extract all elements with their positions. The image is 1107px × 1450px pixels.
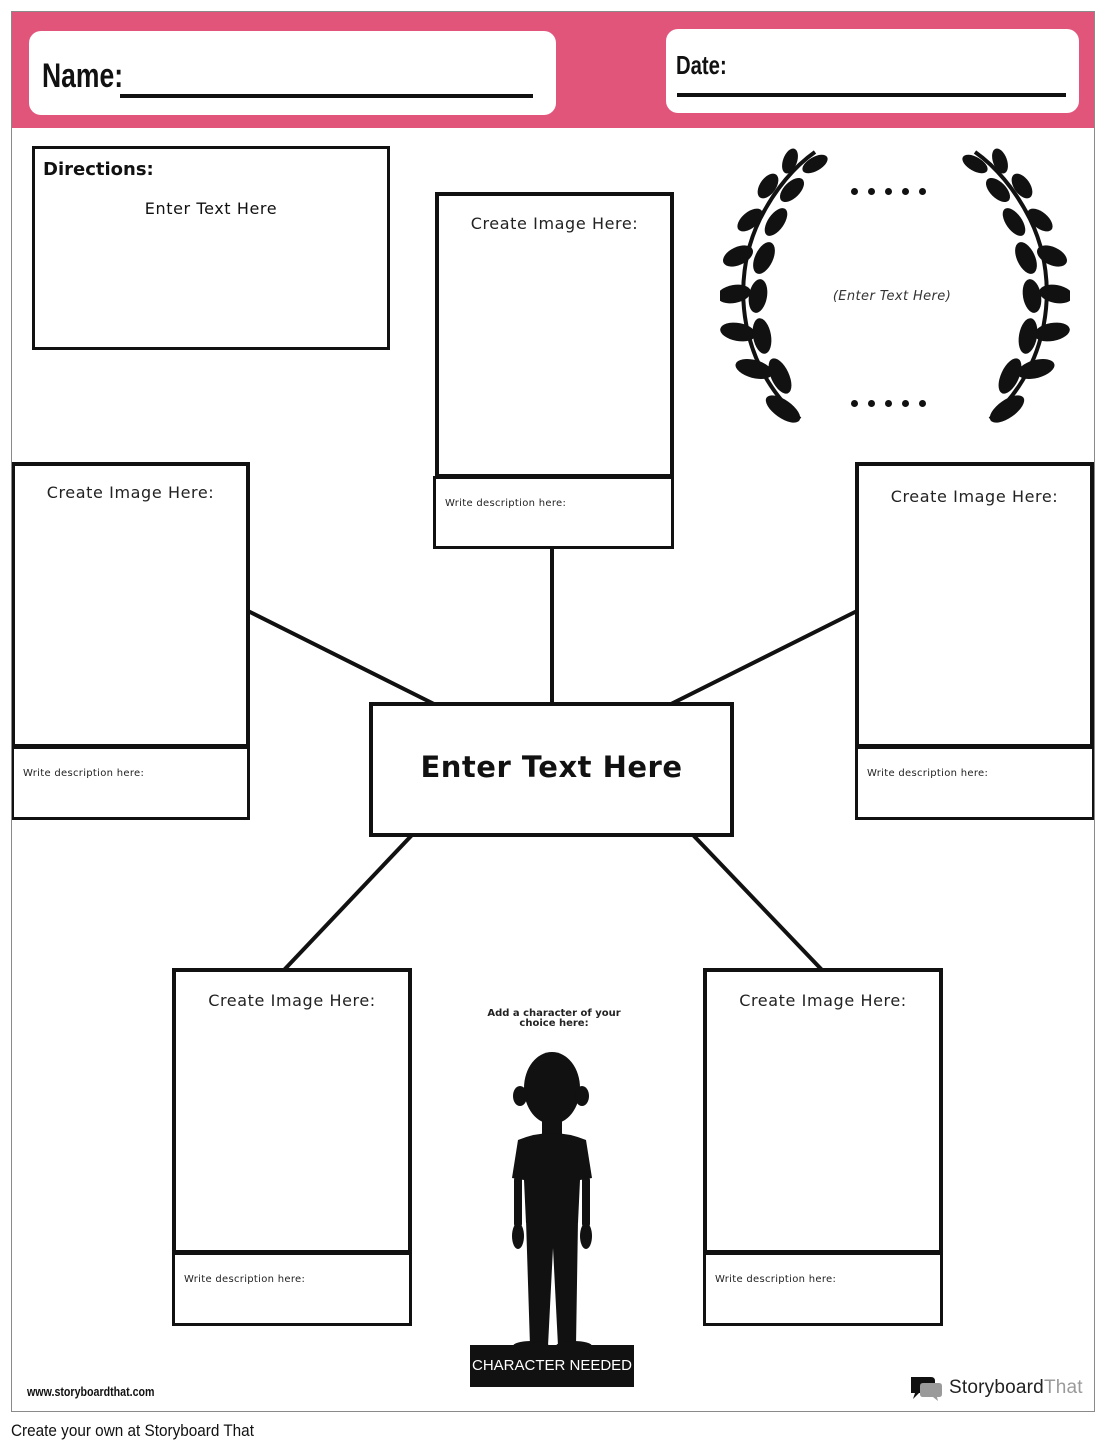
name-field[interactable]: Name:	[29, 31, 556, 115]
description-label: Write description here:	[715, 1274, 837, 1285]
description-box-bottom-left[interactable]: Write description here:	[172, 1252, 412, 1326]
directions-text: Enter Text Here	[144, 199, 278, 218]
directions-box[interactable]: Directions: Enter Text Here	[32, 146, 390, 350]
description-box-right[interactable]: Write description here:	[855, 746, 1094, 820]
laurel-dots-bottom	[851, 400, 926, 407]
image-box-label: Create Image Here:	[739, 991, 907, 1010]
connector-right	[670, 609, 858, 706]
description-box-bottom-right[interactable]: Write description here:	[703, 1252, 943, 1326]
center-box[interactable]: Enter Text Here	[369, 702, 734, 837]
storyboardthat-logo: StoryboardThat	[909, 1375, 1083, 1401]
date-label: Date:	[676, 50, 727, 80]
connector-lines	[247, 547, 858, 972]
description-label: Write description here:	[184, 1274, 306, 1285]
description-label: Write description here:	[23, 768, 145, 779]
description-box-left[interactable]: Write description here:	[12, 746, 250, 820]
directions-label: Directions:	[43, 159, 154, 180]
date-field[interactable]: Date:	[666, 29, 1079, 113]
brand-name: StoryboardThat	[949, 1377, 1083, 1399]
laurel-dots-top	[851, 188, 926, 195]
description-label: Write description here:	[867, 768, 989, 779]
image-box-left[interactable]: Create Image Here:	[12, 462, 250, 748]
name-label: Name:	[42, 57, 124, 95]
date-underline	[677, 93, 1066, 97]
image-box-top[interactable]: Create Image Here:	[435, 192, 674, 478]
header-bar: Name: Date:	[12, 12, 1094, 128]
description-label: Write description here:	[445, 498, 567, 509]
footer-url[interactable]: www.storyboardthat.com	[27, 1384, 155, 1399]
brand-main: Storyboard	[949, 1377, 1044, 1398]
image-box-bottom-right[interactable]: Create Image Here:	[703, 968, 943, 1254]
connector-bottom-right	[691, 833, 824, 972]
character-prompt-line1: Add a character of your	[487, 1008, 621, 1019]
person-silhouette-icon[interactable]	[506, 1048, 602, 1348]
laurel-wreath-icon	[720, 144, 1070, 424]
image-box-label: Create Image Here:	[470, 214, 639, 233]
brand-accent: That	[1043, 1377, 1083, 1398]
worksheet: Name: Date: Directions: Enter Text Here	[11, 11, 1095, 1412]
character-prompt: Add a character of your choice here:	[474, 1009, 634, 1029]
description-box-top[interactable]: Write description here:	[433, 476, 674, 549]
image-box-label: Create Image Here:	[208, 991, 376, 1010]
connector-left	[247, 609, 435, 706]
image-box-bottom-left[interactable]: Create Image Here:	[172, 968, 412, 1254]
character-needed-badge: CHARACTER NEEDED	[470, 1345, 634, 1387]
create-your-own-link[interactable]: Create your own at Storyboard That	[11, 1421, 254, 1440]
image-box-right[interactable]: Create Image Here:	[855, 462, 1094, 748]
name-underline	[120, 94, 533, 98]
center-text: Enter Text Here	[420, 750, 683, 784]
character-prompt-line2: choice here:	[519, 1018, 589, 1029]
image-box-label: Create Image Here:	[46, 483, 215, 502]
connector-bottom-left	[282, 833, 414, 972]
image-box-label: Create Image Here:	[890, 487, 1059, 506]
speech-bubbles-icon	[911, 1377, 942, 1401]
laurel-text[interactable]: (Enter Text Here)	[832, 289, 952, 304]
